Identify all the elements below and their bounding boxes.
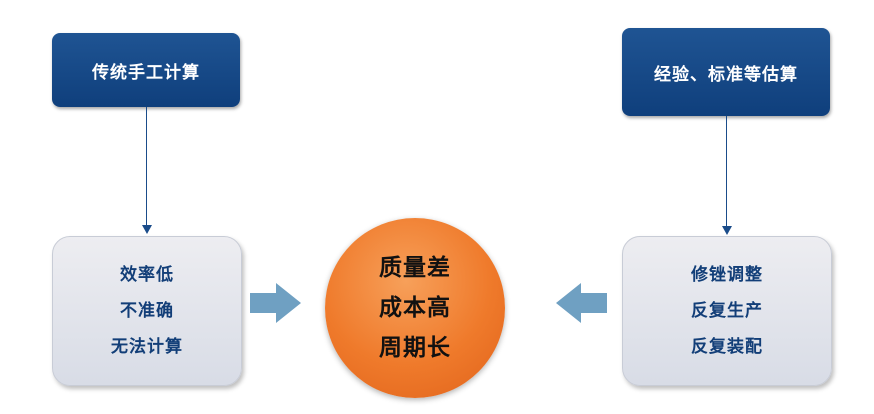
consequence-item: 周期长 xyxy=(379,335,451,361)
manual-problem-item: 效率低 xyxy=(120,265,174,285)
estimate-problem-item: 修锉调整 xyxy=(691,265,763,285)
right-block-arrow-icon xyxy=(250,283,301,323)
consequences-circle: 质量差 成本高 周期长 xyxy=(325,218,505,398)
manual-calculation-box: 传统手工计算 xyxy=(52,33,240,107)
left-connector-line xyxy=(146,107,147,225)
manual-problems-box: 效率低 不准确 无法计算 xyxy=(52,236,242,386)
estimate-problem-item: 反复生产 xyxy=(691,301,763,321)
estimate-problems-box: 修锉调整 反复生产 反复装配 xyxy=(622,236,832,386)
left-block-arrow-icon xyxy=(556,283,607,323)
consequence-item: 质量差 xyxy=(379,255,451,281)
experience-estimate-box: 经验、标准等估算 xyxy=(622,28,830,116)
manual-problem-item: 无法计算 xyxy=(111,337,183,357)
manual-problem-item: 不准确 xyxy=(120,301,174,321)
consequence-item: 成本高 xyxy=(379,295,451,321)
right-connector-line xyxy=(726,116,727,226)
left-connector-arrowhead xyxy=(142,225,152,234)
manual-calculation-label: 传统手工计算 xyxy=(92,62,200,83)
right-connector-arrowhead xyxy=(722,226,732,235)
experience-estimate-label: 经验、标准等估算 xyxy=(654,64,798,85)
estimate-problem-item: 反复装配 xyxy=(691,337,763,357)
